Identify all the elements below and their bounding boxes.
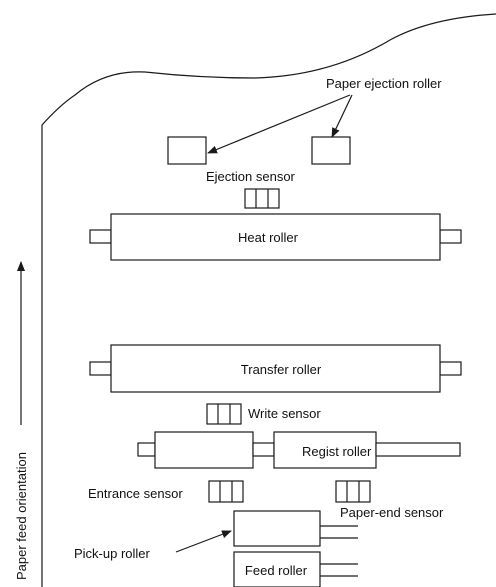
transfer-roller xyxy=(89,344,462,393)
paper-end-sensor-icon xyxy=(335,480,371,503)
pick-up-roller-label: Pick-up roller xyxy=(74,546,151,561)
entrance-sensor-icon xyxy=(208,480,244,503)
paper-outline xyxy=(41,13,496,587)
regist-roller-label: Regist roller xyxy=(302,444,372,459)
ejection-sensor-label: Ejection sensor xyxy=(206,169,296,184)
heat-roller xyxy=(89,213,462,261)
pick-up-roller-pointer xyxy=(175,530,232,553)
write-sensor-icon xyxy=(206,403,242,425)
paper-ejection-roller-left xyxy=(167,136,207,165)
ejection-roller-pointer-right xyxy=(331,94,353,138)
transfer-roller-label: Transfer roller xyxy=(241,362,322,377)
write-sensor-label: Write sensor xyxy=(248,406,321,421)
paper-ejection-roller-label: Paper ejection roller xyxy=(326,76,442,91)
ejection-sensor-icon xyxy=(244,188,280,209)
paper-end-sensor-label: Paper-end sensor xyxy=(340,505,444,520)
feed-roller xyxy=(233,551,358,587)
paper-feed-orientation-label: Paper feed orientation xyxy=(14,452,29,580)
heat-roller-label: Heat roller xyxy=(238,230,299,245)
regist-roller xyxy=(137,431,461,469)
paper-ejection-roller-right xyxy=(311,136,351,165)
entrance-sensor-label: Entrance sensor xyxy=(88,486,183,501)
feed-roller-label: Feed roller xyxy=(245,563,308,578)
pick-up-roller xyxy=(233,510,358,547)
ejection-roller-pointer-left xyxy=(207,94,351,154)
